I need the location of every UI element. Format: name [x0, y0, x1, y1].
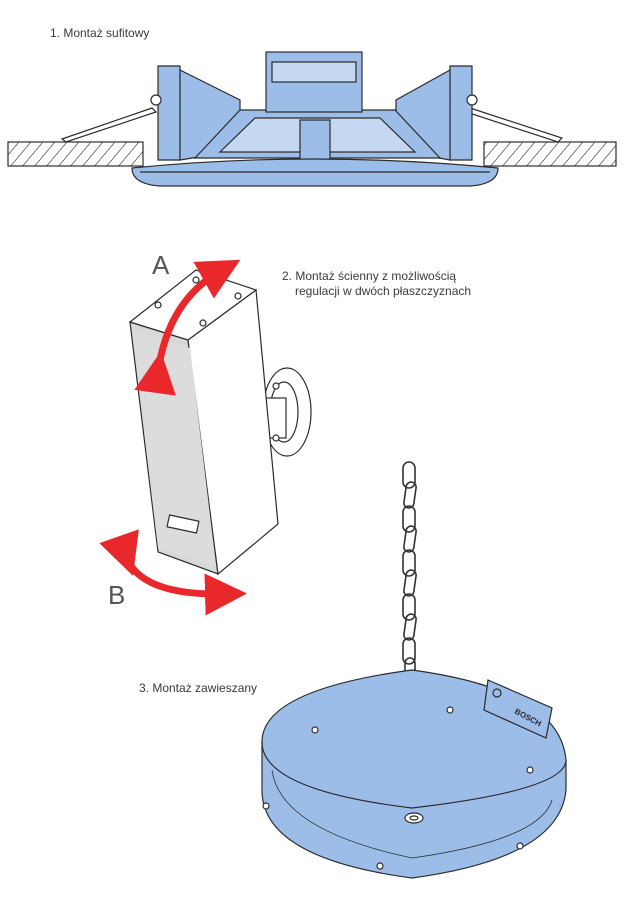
column-speaker-box: [128, 269, 279, 576]
caption-pendant-mount: 3. Montaż zawieszany: [139, 681, 258, 695]
ceiling-slab-left: [7, 141, 144, 167]
caption-ceiling-mount: 1. Montaż sufitowy: [50, 26, 150, 40]
rotation-arrow-b: [99, 529, 247, 616]
suspension-chain: [402, 461, 417, 677]
pendant-speaker-illustration: BOSCH: [261, 461, 567, 879]
ceiling-slab-right: [483, 141, 617, 167]
rotation-arrow-a: [134, 259, 241, 396]
ceiling-speaker-illustration: [7, 51, 617, 187]
wall-speaker-illustration: [99, 259, 312, 616]
caption-wall-mount-line2: regulacji w dwóch płaszczyznach: [295, 284, 472, 298]
caption-wall-mount-line1: 2. Montaż ścienny z możliwością: [282, 269, 457, 283]
side-bracket-right: [449, 65, 473, 161]
side-bracket-left: [157, 65, 181, 161]
caption-wall-mount: 2. Montaż ścienny z możliwością regulacj…: [282, 269, 471, 299]
spring-clamp-right: [464, 107, 564, 143]
pendant-speaker-body: [261, 669, 567, 879]
wall-bracket: [262, 367, 312, 457]
spring-clamp-left: [60, 107, 158, 143]
